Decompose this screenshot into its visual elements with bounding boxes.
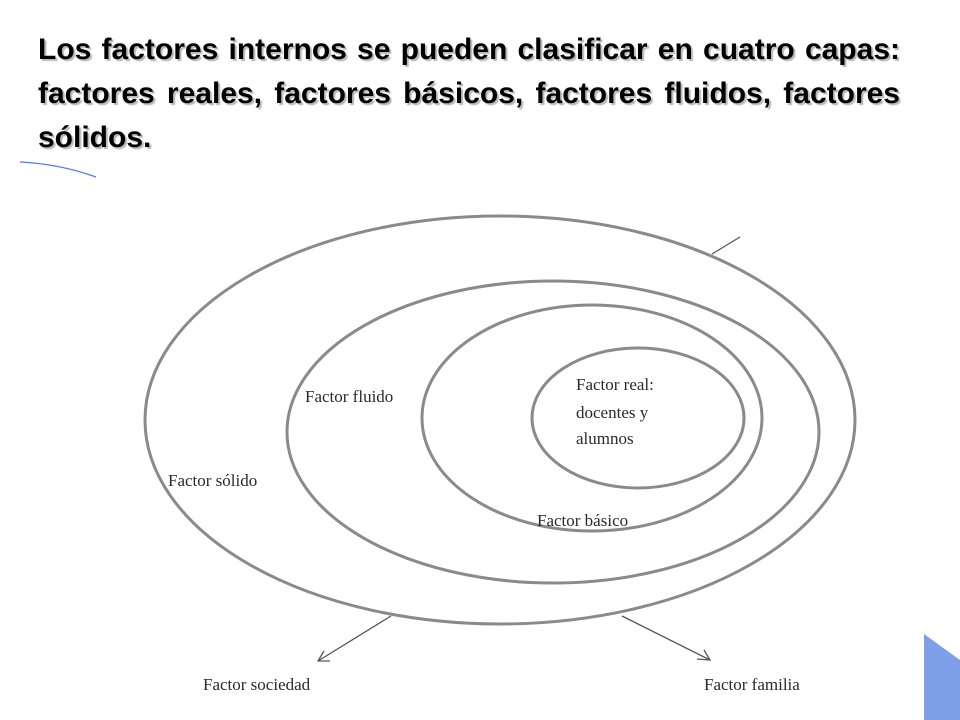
connector-line-top <box>711 236 741 255</box>
label-factor-real-line-3: alumnos <box>576 429 634 448</box>
accent-line <box>20 161 97 178</box>
slide-heading-line-2: capas: factores reales, factores básicos… <box>38 33 900 110</box>
arrow-factor-sociedad <box>316 615 392 662</box>
ring-factor-solido <box>143 214 857 626</box>
ring-factor-fluido <box>285 279 821 585</box>
ring-factor-real <box>530 346 746 490</box>
label-factor-real-line-1: Factor real: <box>576 375 654 394</box>
slide-heading-line-1: Los factores internos se pueden clasific… <box>38 33 795 66</box>
label-factor-real-line-2: docentes y <box>576 403 649 422</box>
label-factor-sociedad: Factor sociedad <box>203 675 311 694</box>
corner-decoration <box>924 634 960 720</box>
slide-heading-line-3: fluidos, factores sólidos. <box>38 77 900 154</box>
label-factor-familia: Factor familia <box>704 675 800 694</box>
label-factor-basico: Factor básico <box>537 511 628 530</box>
ring-factor-basico <box>420 303 764 533</box>
arrow-factor-familia <box>621 615 712 661</box>
label-factor-fluido: Factor fluido <box>305 387 393 406</box>
label-factor-solido: Factor sólido <box>168 471 257 490</box>
slide-heading: Los factores internos se pueden clasific… <box>38 28 900 160</box>
